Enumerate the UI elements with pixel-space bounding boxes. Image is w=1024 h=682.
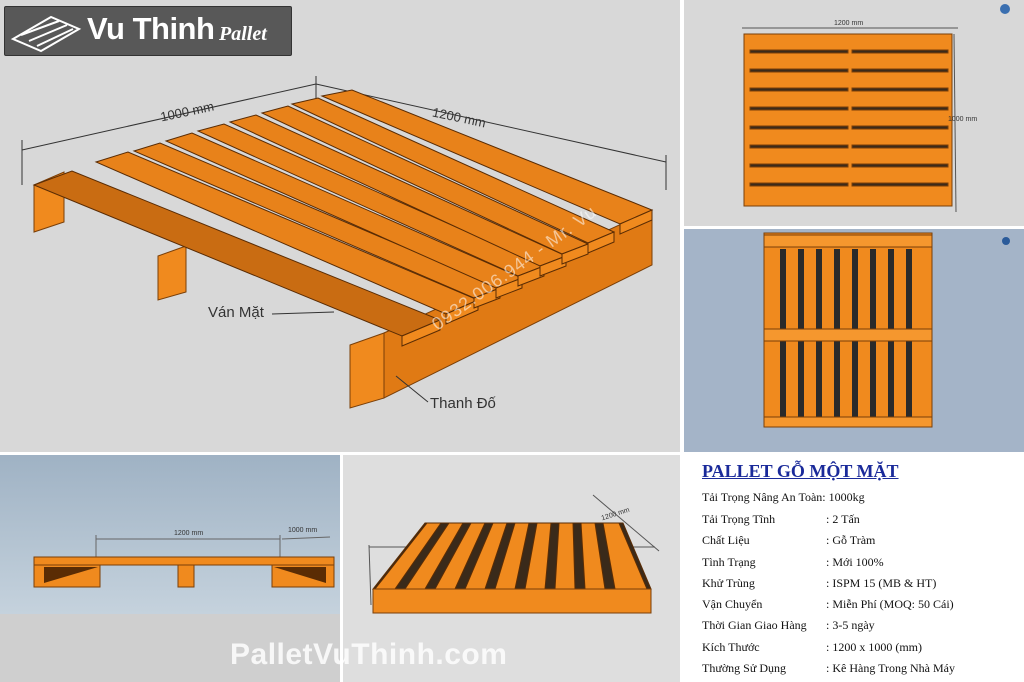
spec-panel: PALLET GỖ MỘT MẶT Tải Trọng Nâng An Toàn…: [684, 455, 1024, 682]
spec-value: : 2 Tấn: [826, 512, 860, 526]
close-icon: [1000, 4, 1010, 14]
brand-name: Vu Thinh: [87, 11, 215, 46]
spec-key: Tải Trọng Tĩnh: [702, 512, 776, 526]
pallet-logo-icon: [10, 15, 82, 53]
spec-key: Vận Chuyển: [702, 597, 763, 611]
spec-value: : Kê Hàng Trong Nhà Máy: [826, 661, 955, 675]
spec-value: : Miễn Phí (MOQ: 50 Cái): [826, 597, 954, 611]
deck-boards: [32, 89, 654, 347]
spec-value: : 1200 x 1000 (mm): [826, 640, 922, 654]
spec-key: Chất Liệu: [702, 533, 750, 547]
pallet-perspective-drawing: [368, 494, 660, 614]
spec-value: : Mới 100%: [826, 555, 884, 569]
top-dim-length: 1200 mm: [834, 20, 864, 27]
bottom-view-panel: [684, 229, 1024, 452]
side-view-panel: 1200 mm 1000 mm: [0, 455, 340, 682]
spec-key: Tải Trọng Nâng An Toàn: 1000kg: [702, 490, 865, 504]
spec-key: Thời Gian Giao Hàng: [702, 618, 807, 632]
side-dim-width: 1000 mm: [288, 527, 318, 534]
spec-value: : 3-5 ngày: [826, 618, 875, 632]
pallet-isometric-drawing: [21, 76, 667, 409]
brand-sub: Pallet: [219, 23, 267, 45]
perspective-view-panel: 1200 mm: [343, 455, 680, 682]
pallet-side-view-drawing: [33, 535, 335, 588]
site-watermark: PalletVuThinh.com: [230, 638, 508, 671]
main-isometric-panel: Vu Thinh Pallet 1000 mm 1200 mm Ván Mặt …: [0, 0, 680, 452]
spec-value: : ISPM 15 (MB & HT): [826, 576, 937, 590]
top-view-panel: 1200 mm 1000 mm: [684, 0, 1024, 226]
sketch-icon: [1002, 237, 1010, 245]
deck-board-label: Ván Mặt: [208, 304, 264, 321]
pallet-bottom-view-drawing: [763, 232, 933, 428]
spec-value: : Gỗ Tràm: [826, 533, 876, 547]
top-dim-width: 1000 mm: [948, 116, 978, 123]
runner-label: Thanh Đố: [430, 395, 496, 412]
spec-title: PALLET GỖ MỘT MẶT: [702, 461, 899, 481]
brand-logo: Vu Thinh Pallet: [4, 6, 292, 56]
spec-key: Thường Sử Dụng: [702, 661, 787, 675]
side-dim-length: 1200 mm: [174, 530, 204, 537]
spec-key: Tình Trạng: [702, 555, 756, 569]
pallet-top-view-drawing: [742, 27, 958, 213]
spec-key: Khử Trùng: [702, 576, 755, 590]
spec-key: Kích Thước: [702, 640, 760, 654]
